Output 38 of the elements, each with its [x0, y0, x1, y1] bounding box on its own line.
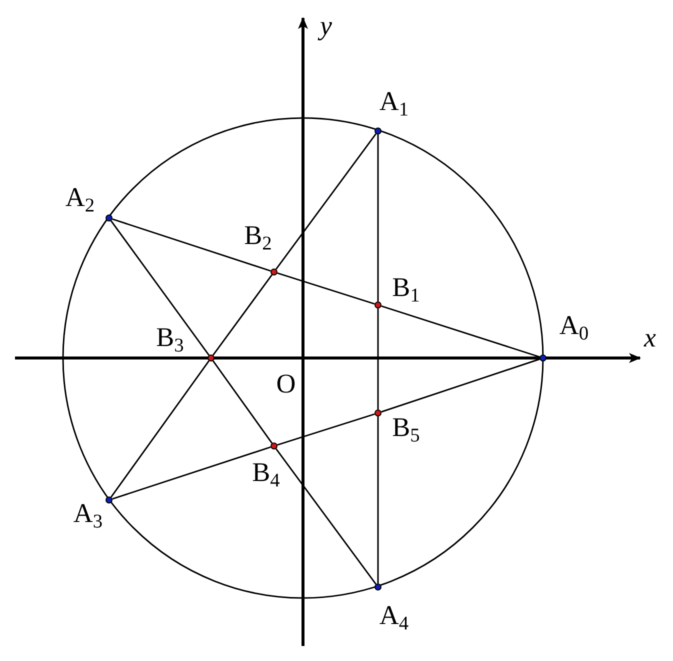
point-label: A$_{0}$ — [559, 312, 589, 344]
point-dot — [106, 496, 112, 504]
point-label: B$_{2}$ — [244, 222, 272, 254]
line-segment — [381, 305, 540, 358]
point-label: B$_{3}$ — [156, 324, 184, 356]
line-segment — [381, 358, 540, 413]
line-segment — [377, 308, 379, 410]
point-dot — [208, 354, 214, 362]
point-dot — [270, 442, 278, 450]
axis-label: x — [644, 324, 656, 352]
point-dot — [106, 214, 112, 222]
line-segment — [112, 218, 271, 272]
point-label: B$_{5}$ — [392, 414, 420, 446]
point-label: A$_{3}$ — [73, 500, 103, 532]
line-segment — [277, 272, 375, 305]
line-segment — [377, 416, 379, 584]
point-dot — [270, 268, 278, 276]
line-segment — [277, 413, 375, 446]
axis-label: y — [320, 12, 332, 40]
point-dot — [540, 354, 546, 362]
line-segment — [275, 448, 377, 585]
point-dot — [374, 302, 382, 308]
line-segment — [112, 446, 271, 500]
origin-label: O — [276, 370, 296, 398]
line-segment — [110, 220, 210, 356]
point-dot — [374, 410, 382, 416]
line-segment — [212, 274, 273, 356]
line-segment — [212, 360, 273, 444]
line-segment — [377, 134, 379, 302]
point-label: A$_{1}$ — [379, 88, 409, 120]
line-segment — [275, 133, 377, 270]
point-label: B$_{4}$ — [252, 458, 280, 492]
point-dot — [374, 128, 382, 134]
point-label: B$_{1}$ — [392, 274, 420, 306]
line-segment — [110, 360, 210, 498]
point-dot — [374, 584, 382, 590]
point-label: A$_{2}$ — [65, 184, 95, 216]
point-label: A$_{4}$ — [379, 602, 409, 634]
